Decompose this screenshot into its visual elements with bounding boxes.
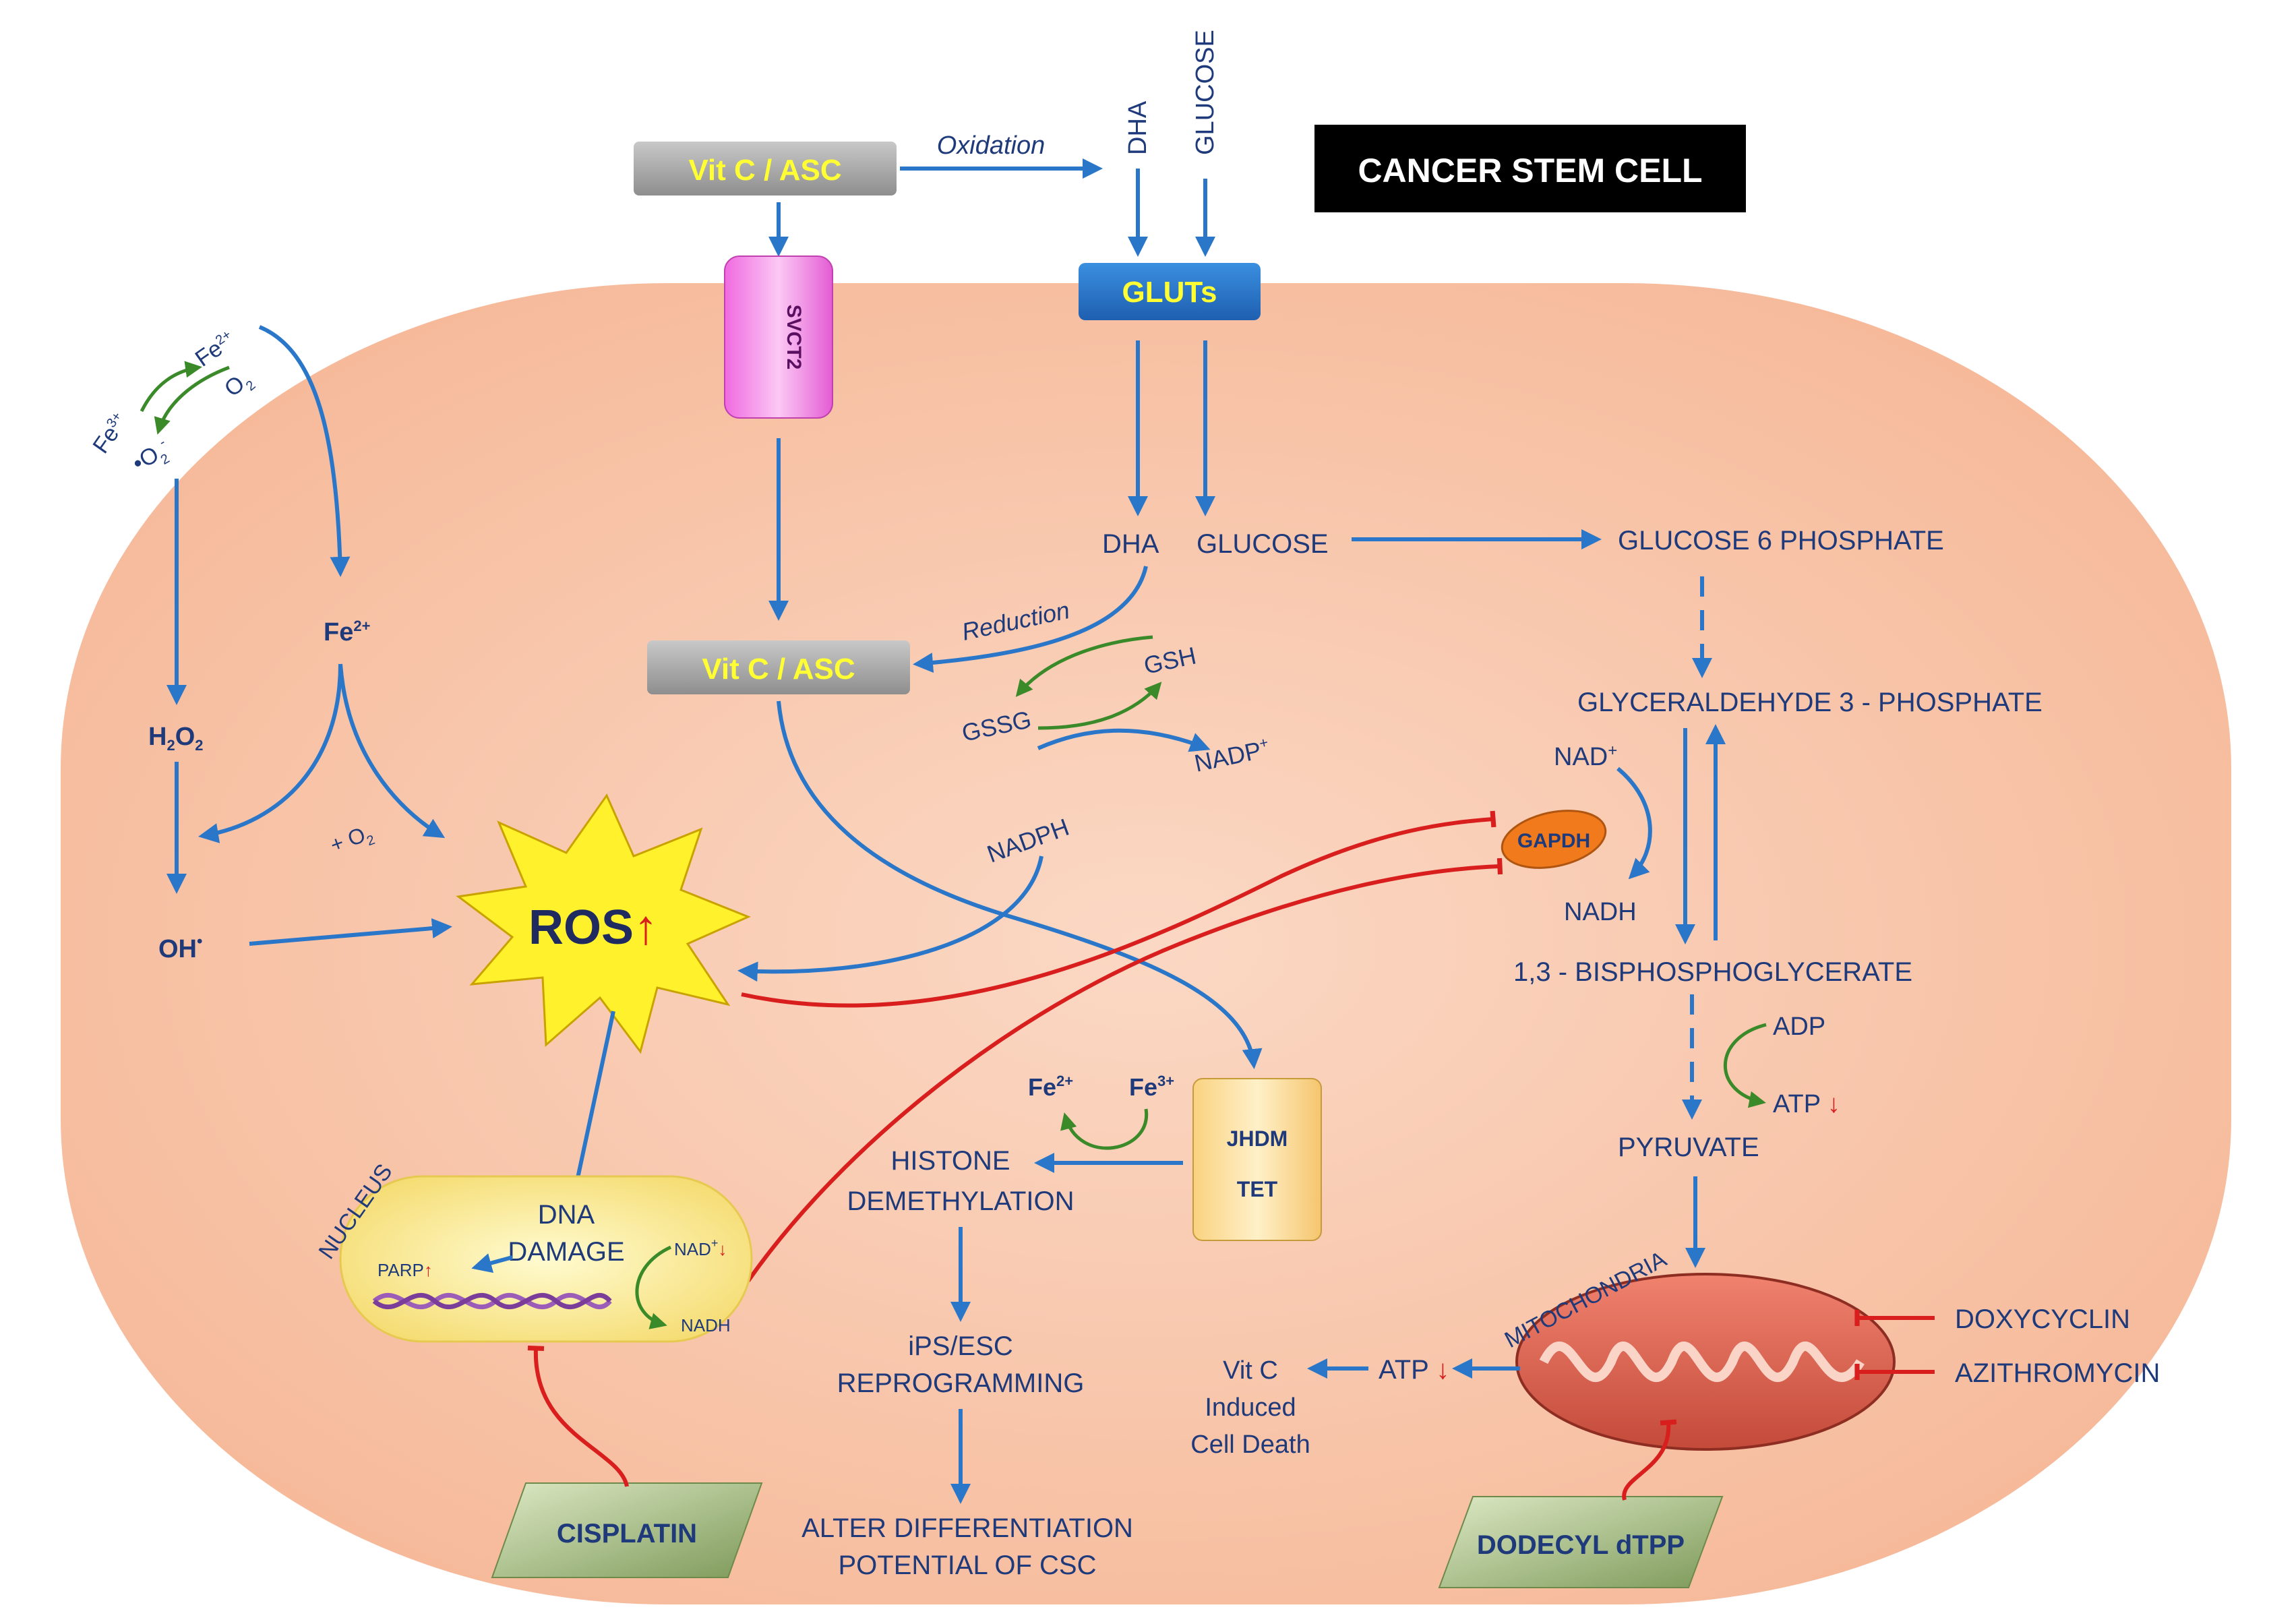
ros-to-dna-arrow	[566, 1011, 615, 1204]
svg-text:Vit C / ASC: Vit C / ASC	[688, 154, 841, 187]
svg-text:DODECYL dTPP: DODECYL dTPP	[1477, 1530, 1685, 1560]
fe3-to-fe2-jhdm-arrow	[1060, 1108, 1149, 1150]
fe2-jhdm-label: Fe2+	[1028, 1073, 1073, 1101]
svg-text:GAPDH: GAPDH	[1517, 830, 1590, 852]
dodecyl-inhibit	[1622, 1419, 1677, 1501]
g3p-label: GLYCERALDEHYDE 3 - PHOSPHATE	[1577, 688, 2043, 717]
dodecyl-drug: DODECYL dTPP	[1438, 1496, 1724, 1588]
g6p-label: GLUCOSE 6 PHOSPHATE	[1618, 526, 1944, 555]
glucose-inside-label: GLUCOSE	[1197, 529, 1329, 559]
fe3-top-label: Fe3+	[88, 409, 133, 458]
dna-damage-line2: DAMAGE	[508, 1237, 624, 1267]
fe2-top-label: Fe2+	[191, 327, 240, 372]
nad-to-nadh-nucleus-arrow	[635, 1245, 672, 1329]
fe2-to-oh-arrow	[198, 663, 342, 843]
parp-label: PARP↑	[377, 1260, 433, 1280]
nadh-nucleus-label: NADH	[681, 1315, 731, 1335]
vitc-death-line2: Induced	[1205, 1393, 1296, 1422]
dna-helix-strand	[372, 1292, 612, 1310]
oxidation-label: Oxidation	[937, 131, 1046, 160]
bpg-label: 1,3 - BISPHOSPHOGLYCERATE	[1513, 957, 1912, 987]
svg-text:SVCT2: SVCT2	[783, 305, 805, 370]
adp-to-atp-arrow	[1723, 1023, 1767, 1108]
ros-label: ROS↑	[528, 901, 658, 955]
nadph-to-nadp-arrow	[1037, 728, 1211, 752]
superoxide-label: •O2-	[128, 435, 177, 481]
azithromycin-label: AZITHROMYCIN	[1955, 1358, 2160, 1388]
dha-inside-label: DHA	[1102, 529, 1159, 559]
fe2-cycle-arrow	[258, 325, 351, 577]
jhdm-tet-enzyme: JHDM TET	[1192, 1078, 1322, 1241]
oh-radical-label: OH•	[158, 932, 202, 963]
o2-reduction-arrow	[154, 365, 230, 435]
nad-depletion-inhibit-gapdh	[746, 858, 1503, 1282]
gssg-to-gsh-arrow	[1037, 682, 1162, 730]
atp-mito-label: ATP ↓	[1379, 1355, 1449, 1385]
nadh-right-label: NADH	[1564, 898, 1637, 926]
dna-damage-line1: DNA	[538, 1200, 595, 1230]
nadph-to-ros-arrow	[737, 855, 1043, 982]
h2o2-label: H2O2	[148, 723, 204, 754]
cisplatin-inhibit	[527, 1345, 629, 1487]
adp-label: ADP	[1773, 1013, 1825, 1041]
o2-top-label: O2	[220, 366, 259, 406]
ros-burst: ROS↑	[456, 793, 751, 1054]
title-text: CANCER STEM CELL	[1358, 152, 1702, 189]
cisplatin-drug: CISPLATIN	[491, 1482, 763, 1578]
histone-line2: DEMETHYLATION	[847, 1186, 1074, 1216]
cell-membrane	[61, 283, 2231, 1604]
nad-nucleus-label: NAD+↓	[674, 1236, 727, 1259]
gapdh-enzyme: GAPDH	[1501, 810, 1607, 869]
glucose-top-label: GLUCOSE	[1191, 30, 1219, 155]
reduction-arrow	[913, 566, 1148, 673]
nad-plus-label: NAD+	[1554, 742, 1617, 771]
histone-line1: HISTONE	[890, 1146, 1010, 1176]
alter-line2: POTENTIAL OF CSC	[838, 1551, 1096, 1580]
alter-line1: ALTER DIFFERENTIATION	[801, 1513, 1133, 1543]
vitc-extracellular: Vit C / ASC	[634, 142, 897, 196]
atp-right-label: ATP ↓	[1773, 1090, 1840, 1118]
svg-text:JHDM: JHDM	[1227, 1126, 1288, 1151]
svg-text:CISPLATIN: CISPLATIN	[557, 1519, 697, 1548]
vitc-to-jhdm-arrow	[777, 700, 1263, 1069]
vitc-intracellular: Vit C / ASC	[647, 640, 910, 694]
fe3-to-fe2-arrow	[140, 361, 202, 413]
nad-to-nadh-arrow	[1616, 766, 1652, 880]
dha-top-label: DHA	[1124, 100, 1152, 155]
ros-inhibit-gapdh	[741, 810, 1496, 1008]
title-box: CANCER STEM CELL	[1314, 125, 1746, 212]
oh-to-ros-arrow	[249, 918, 452, 946]
svg-text:Vit C / ASC: Vit C / ASC	[702, 653, 855, 686]
vitc-death-line1: Vit C	[1223, 1356, 1278, 1385]
gluts-transporter: GLUTs	[1079, 263, 1261, 320]
vitc-death-line3: Cell Death	[1190, 1431, 1310, 1459]
fe3-jhdm-label: Fe3+	[1129, 1073, 1174, 1101]
svct2-transporter: SVCT2	[724, 255, 833, 419]
ips-line1: iPS/ESC	[908, 1331, 1013, 1361]
pyruvate-label: PYRUVATE	[1618, 1133, 1759, 1162]
fe2-mid-label: Fe2+	[324, 618, 370, 646]
svg-text:TET: TET	[1237, 1177, 1278, 1201]
gsh-to-gssg-arrow	[1015, 635, 1153, 697]
ips-line2: REPROGRAMMING	[837, 1369, 1085, 1398]
damage-to-parp-arrow	[471, 1253, 513, 1273]
svg-text:GLUTs: GLUTs	[1122, 276, 1217, 309]
doxycyclin-label: DOXYCYCLIN	[1955, 1304, 2130, 1334]
fe2-to-ros-arrow	[338, 663, 446, 839]
